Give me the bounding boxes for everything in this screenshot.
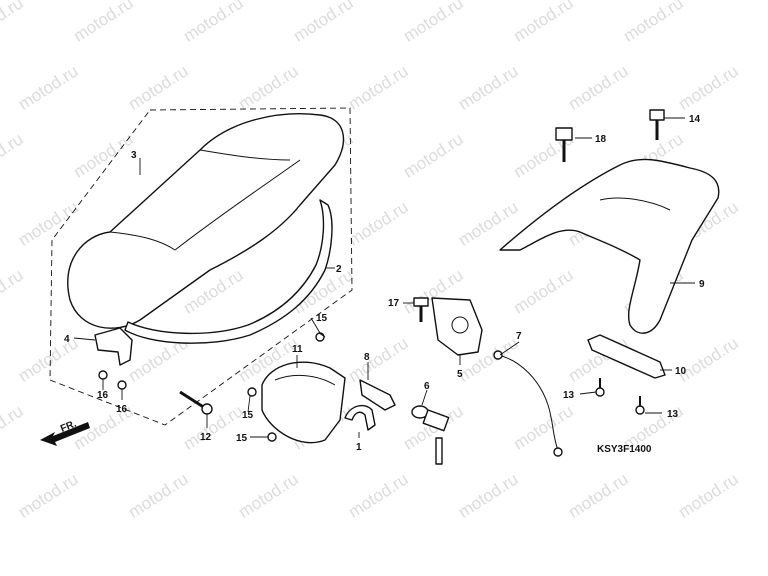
- bolt-13-lower[interactable]: [635, 396, 645, 415]
- callout-13-upper: 13: [563, 390, 575, 401]
- direction-arrow: FR.: [40, 418, 90, 446]
- callout-14: 14: [689, 114, 701, 125]
- leader-lines: [73, 117, 695, 438]
- clip[interactable]: [344, 404, 376, 431]
- callout-2: 2: [336, 264, 342, 275]
- callout-18: 18: [595, 134, 607, 145]
- callout-9: 9: [699, 279, 705, 290]
- bolt-16-right[interactable]: [117, 380, 127, 395]
- callout-6: 6: [424, 381, 430, 392]
- bolt-15-lower[interactable]: [267, 432, 277, 442]
- callout-15-upper: 15: [316, 313, 328, 324]
- callout-16-right: 16: [116, 404, 128, 415]
- callout-15-lower: 15: [236, 433, 248, 444]
- seat-bracket[interactable]: [94, 327, 133, 366]
- callout-12: 12: [200, 432, 212, 443]
- bolt-15-middle[interactable]: [247, 387, 257, 397]
- callout-3: 3: [131, 150, 137, 161]
- callout-5: 5: [457, 369, 463, 380]
- seat-assembly-box: [49, 107, 353, 426]
- bolt-13-upper[interactable]: [595, 378, 605, 397]
- callout-16-left: 16: [97, 390, 109, 401]
- callout-7: 7: [516, 331, 522, 342]
- bracket-8[interactable]: [359, 379, 396, 411]
- center-cover[interactable]: [261, 361, 346, 444]
- callout-1: 1: [356, 442, 362, 453]
- seat[interactable]: [67, 113, 345, 329]
- callout-17: 17: [388, 298, 400, 309]
- callout-8: 8: [364, 352, 370, 363]
- bolt-17[interactable]: [413, 297, 429, 322]
- diagram-code: KSY3F1400: [597, 444, 652, 455]
- bolt-12[interactable]: [179, 390, 213, 415]
- callout-15-middle: 15: [242, 410, 254, 421]
- seat-gasket[interactable]: [124, 199, 333, 344]
- callout-13-lower: 13: [667, 409, 679, 420]
- key-cylinder[interactable]: [411, 405, 450, 465]
- seat-latch[interactable]: [431, 297, 483, 356]
- bolt-16-left[interactable]: [98, 370, 108, 385]
- bolt-14[interactable]: [649, 109, 665, 140]
- callout-4: 4: [64, 334, 70, 345]
- callout-10: 10: [675, 366, 687, 377]
- grab-rail[interactable]: [499, 158, 720, 334]
- bolt-18[interactable]: [555, 127, 573, 162]
- seat-cable[interactable]: [497, 354, 559, 451]
- rubber-pad[interactable]: [587, 334, 666, 379]
- callout-11: 11: [292, 344, 303, 355]
